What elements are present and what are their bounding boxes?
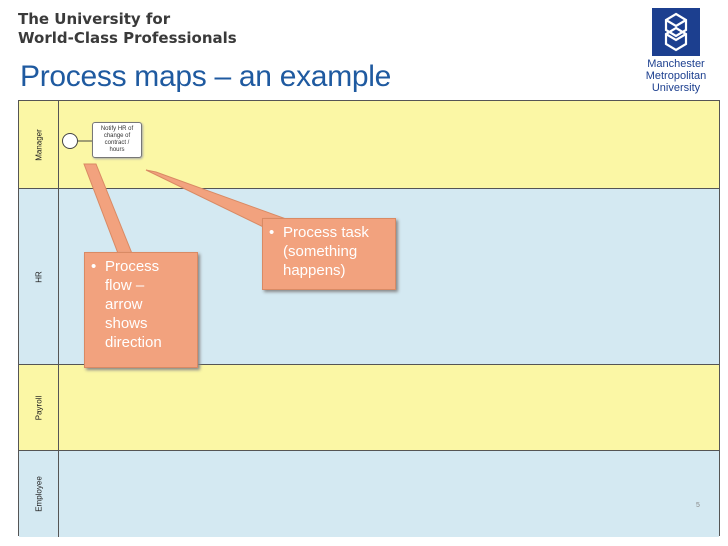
logo-line-3: University: [651, 82, 701, 94]
callout-bullet: •: [91, 258, 97, 275]
logo-line-2: Metropolitan: [645, 70, 707, 82]
lane-label-manager: Manager: [19, 101, 59, 188]
lane-label-employee: Employee: [19, 451, 59, 537]
callout-text: Process flow – arrow shows direction: [105, 257, 162, 352]
callout-process-flow: • Process flow – arrow shows direction: [84, 252, 198, 368]
task-line-1: Notify HR of: [100, 126, 134, 132]
logo-line-1: Manchester: [647, 58, 705, 70]
callout-line: shows: [105, 315, 148, 332]
slide-number: 5: [696, 502, 700, 509]
callout-text: Process task (something happens): [283, 223, 369, 280]
university-name: Manchester Metropolitan University: [632, 58, 720, 94]
callout-line: arrow: [105, 296, 143, 313]
flow-callout-pointer: [83, 163, 134, 257]
task-line-2: change of: [103, 133, 131, 139]
swimlane-payroll: Payroll: [19, 365, 719, 451]
lane-label-hr: HR: [19, 189, 59, 364]
start-event: [62, 133, 78, 149]
callout-line: flow –: [105, 277, 145, 294]
emblem-graphic: [664, 12, 688, 52]
callout-line: (something: [283, 243, 358, 260]
callout-process-task: • Process task (something happens): [262, 218, 396, 290]
callout-bullet: •: [269, 224, 275, 241]
process-task-box: Notify HR of change of contract / hours: [92, 122, 142, 158]
university-tagline: The University for World-Class Professio…: [18, 10, 237, 48]
callout-line: Process task: [283, 224, 369, 241]
task-line-4: hours: [109, 147, 125, 153]
slide-title: Process maps – an example: [20, 60, 392, 93]
lane-label-payroll: Payroll: [19, 365, 59, 450]
university-emblem-icon: [652, 8, 700, 56]
tagline-line-1: The University for: [18, 10, 171, 28]
swimlane-employee: Employee: [19, 451, 719, 537]
callout-line: Process: [105, 258, 160, 275]
tagline-line-2: World-Class Professionals: [18, 29, 237, 47]
callout-line: happens): [283, 262, 346, 279]
university-logo: Manchester Metropolitan University: [632, 6, 720, 96]
task-line-3: contract /: [104, 140, 130, 146]
callout-line: direction: [105, 334, 162, 351]
